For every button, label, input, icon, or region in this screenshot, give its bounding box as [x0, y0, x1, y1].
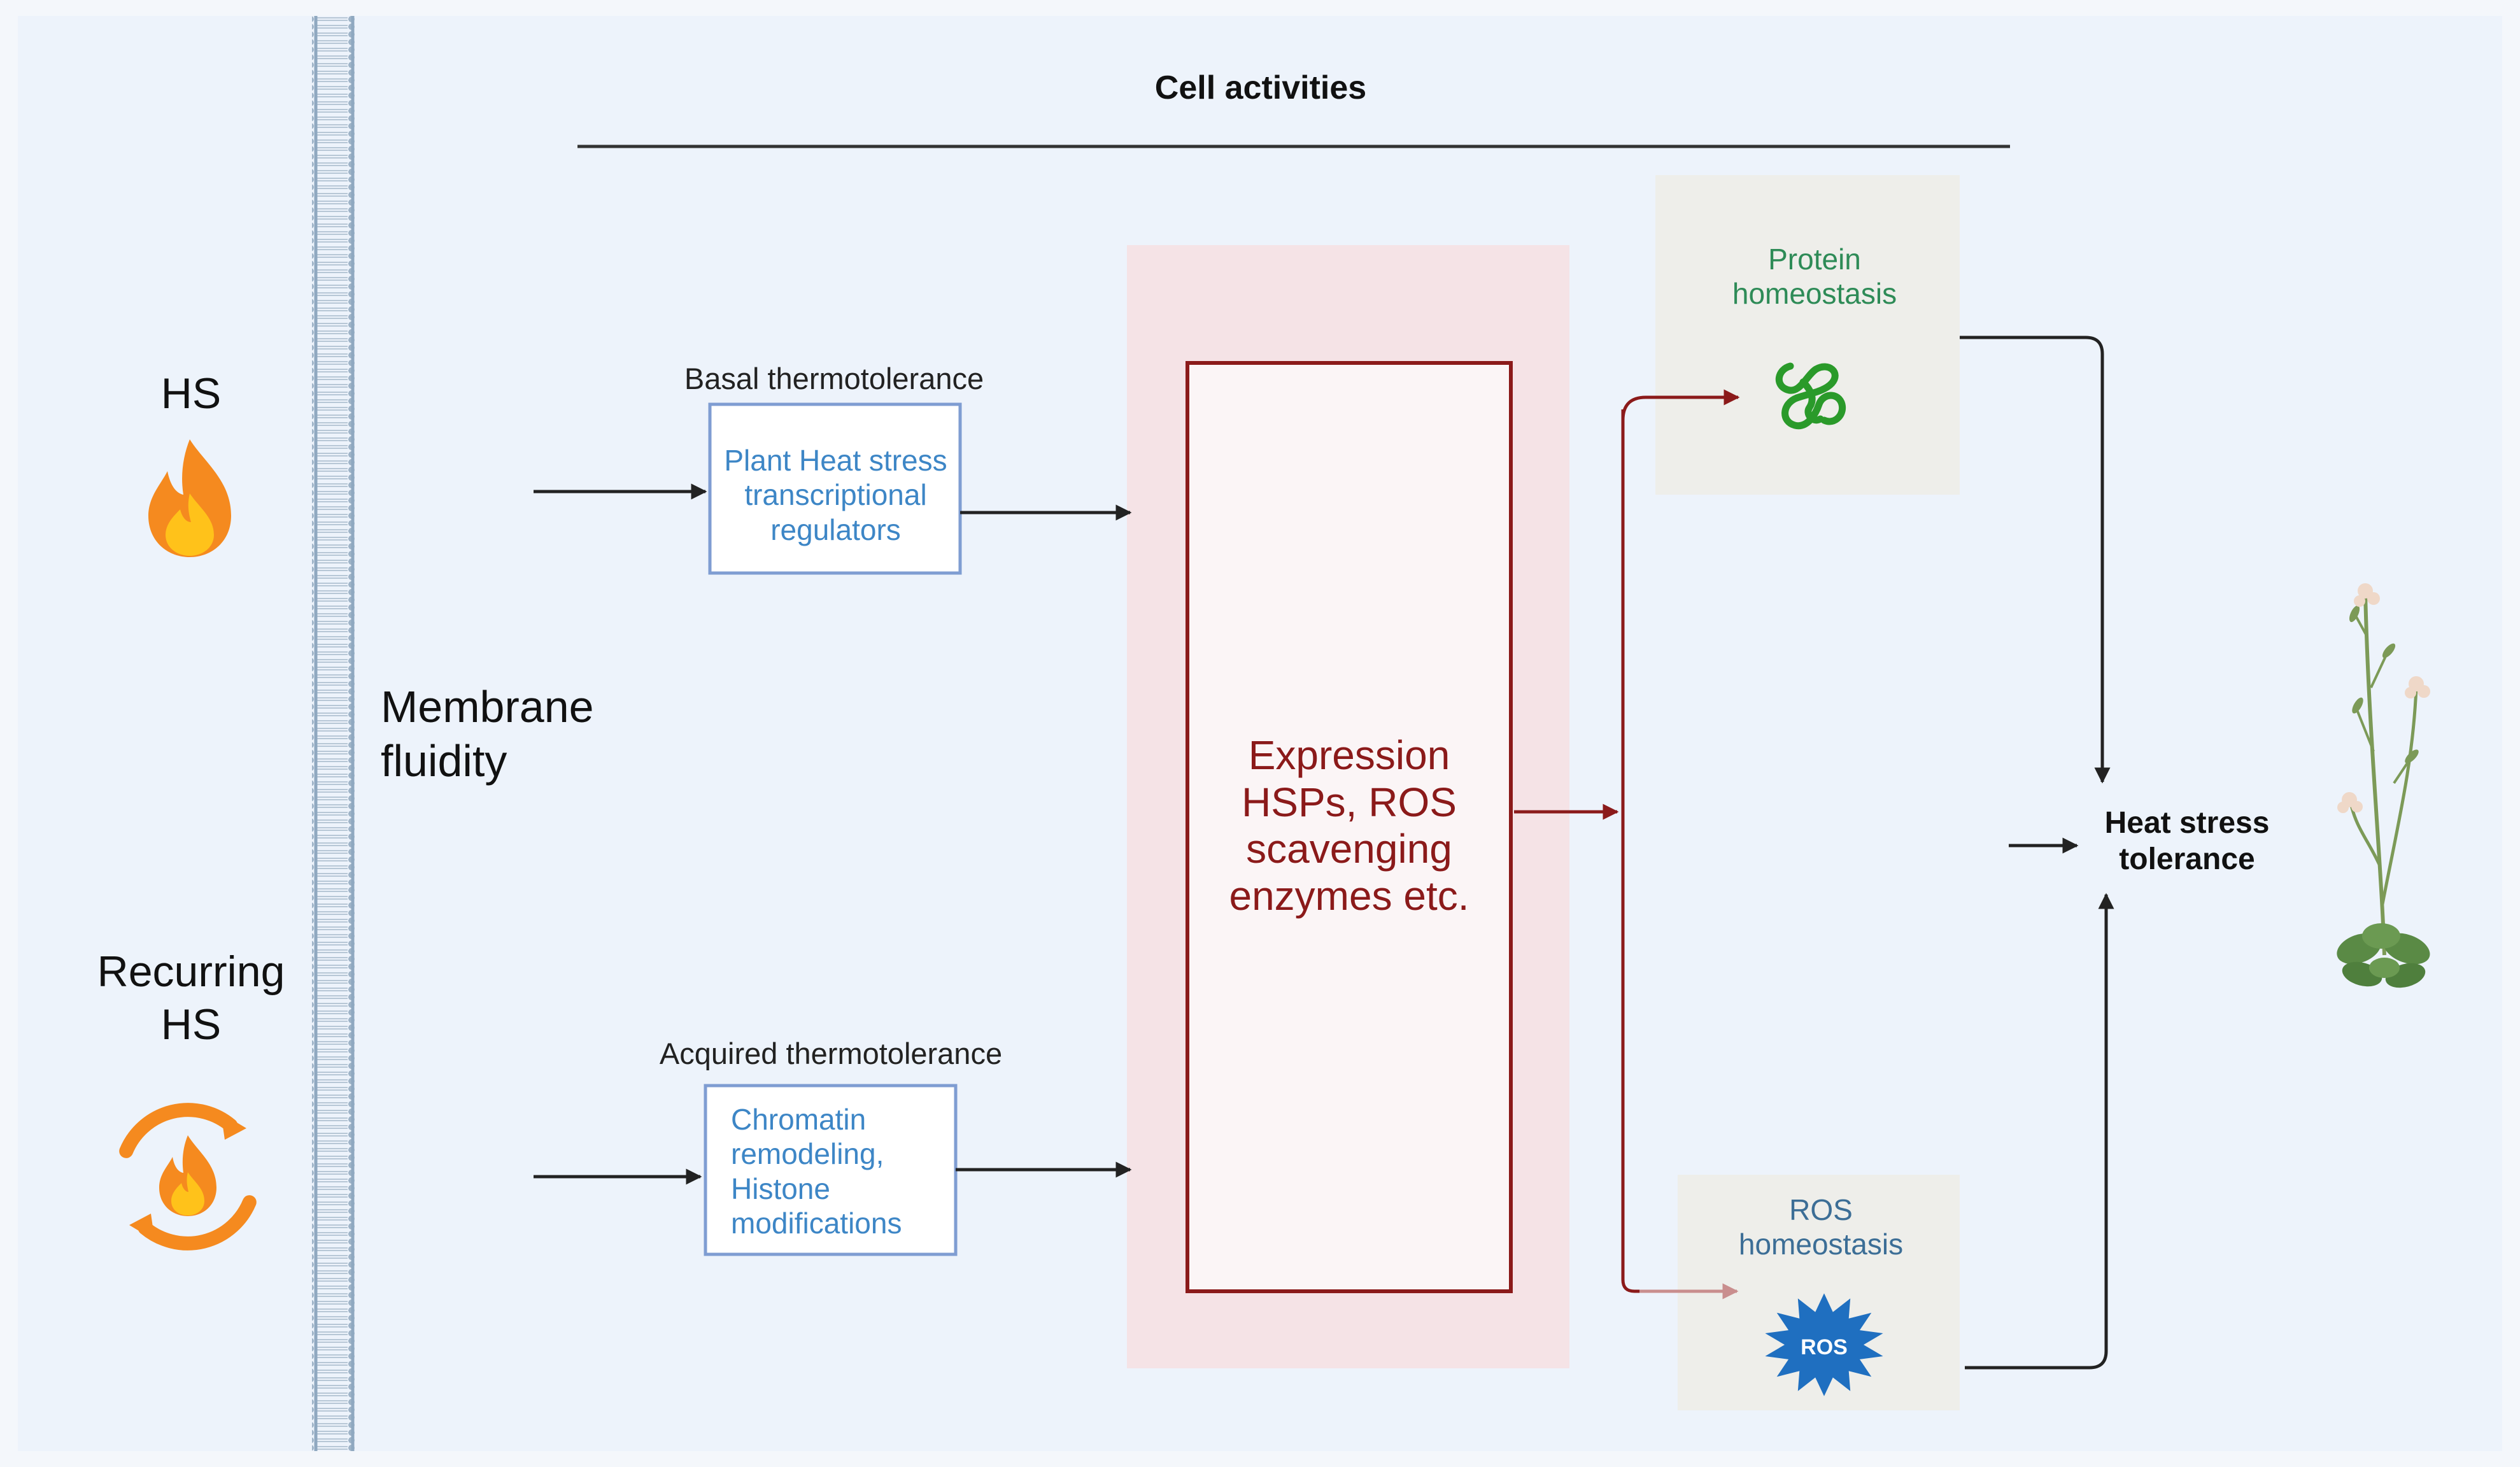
expression-text: Expression HSPs, ROS scavenging enzymes …	[1197, 732, 1501, 919]
expression-line2: HSPs, ROS	[1242, 779, 1457, 825]
tolerance-line1: Heat stress	[2104, 806, 2270, 840]
expression-line3: scavenging	[1246, 826, 1452, 872]
acquired-box-line1: Chromatin	[731, 1103, 867, 1136]
membrane-label-line1: Membrane	[381, 682, 594, 732]
protein-line1: Protein	[1768, 243, 1861, 276]
recurring-flame-icon	[119, 1103, 257, 1251]
basal-regulator-box	[708, 402, 962, 575]
basal-box-line1: Plant Heat stress	[724, 444, 947, 477]
tolerance-line2: tolerance	[2119, 842, 2255, 876]
expression-branch-line	[1621, 409, 1643, 1293]
protein-branch-arrow	[1621, 389, 1740, 421]
ros-line2: homeostasis	[1738, 1228, 1904, 1261]
expression-box	[1186, 361, 1513, 1293]
acquired-box-line3: Histone	[731, 1172, 830, 1205]
recurring-hs-label: Recurring HS	[64, 946, 318, 1051]
protein-line2: homeostasis	[1732, 277, 1897, 311]
membrane-bilayer	[312, 16, 357, 1451]
protein-homeostasis-panel	[1655, 175, 1960, 495]
basal-box-line3: regulators	[770, 513, 901, 546]
acquired-box-line2: remodeling,	[731, 1137, 884, 1171]
protein-coil-icon	[1775, 362, 1846, 430]
plant-icon	[2337, 583, 2430, 988]
basal-heading: Basal thermotolerance	[684, 362, 984, 395]
membrane-fluidity-label: Membrane fluidity	[381, 680, 594, 789]
basal-box-line2: transcriptional	[744, 478, 927, 512]
basal-regulator-text: Plant Heat stress transcriptional regula…	[713, 443, 958, 547]
ros-badge-label: ROS	[1801, 1335, 1848, 1359]
ros-to-tolerance-arrow	[1965, 893, 2114, 1370]
header-title: Cell activities	[1154, 69, 1367, 106]
ros-line1: ROS	[1789, 1193, 1853, 1226]
recurring-hs-label-line1: Recurring	[97, 947, 285, 996]
acquired-heading: Acquired thermotolerance	[659, 1037, 1003, 1070]
acquired-regulator-text: Chromatin remodeling, Histone modificati…	[731, 1102, 902, 1240]
heat-stress-tolerance-label: Heat stress tolerance	[2092, 805, 2283, 877]
expression-line4: enzymes etc.	[1229, 872, 1469, 919]
hs-label: HS	[160, 369, 222, 418]
membrane-label-line2: fluidity	[381, 736, 507, 786]
ros-burst-icon	[1765, 1293, 1883, 1396]
recurring-hs-label-line2: HS	[160, 1000, 222, 1049]
protein-homeostasis-label: Protein homeostasis	[1681, 242, 1948, 311]
protein-to-tolerance-arrow	[1960, 336, 2111, 784]
acquired-regulator-box	[704, 1084, 958, 1256]
ros-homeostasis-label: ROS homeostasis	[1687, 1193, 1955, 1262]
flame-icon	[148, 439, 231, 557]
acquired-box-line4: modifications	[731, 1206, 902, 1240]
expression-line1: Expression	[1248, 732, 1450, 778]
